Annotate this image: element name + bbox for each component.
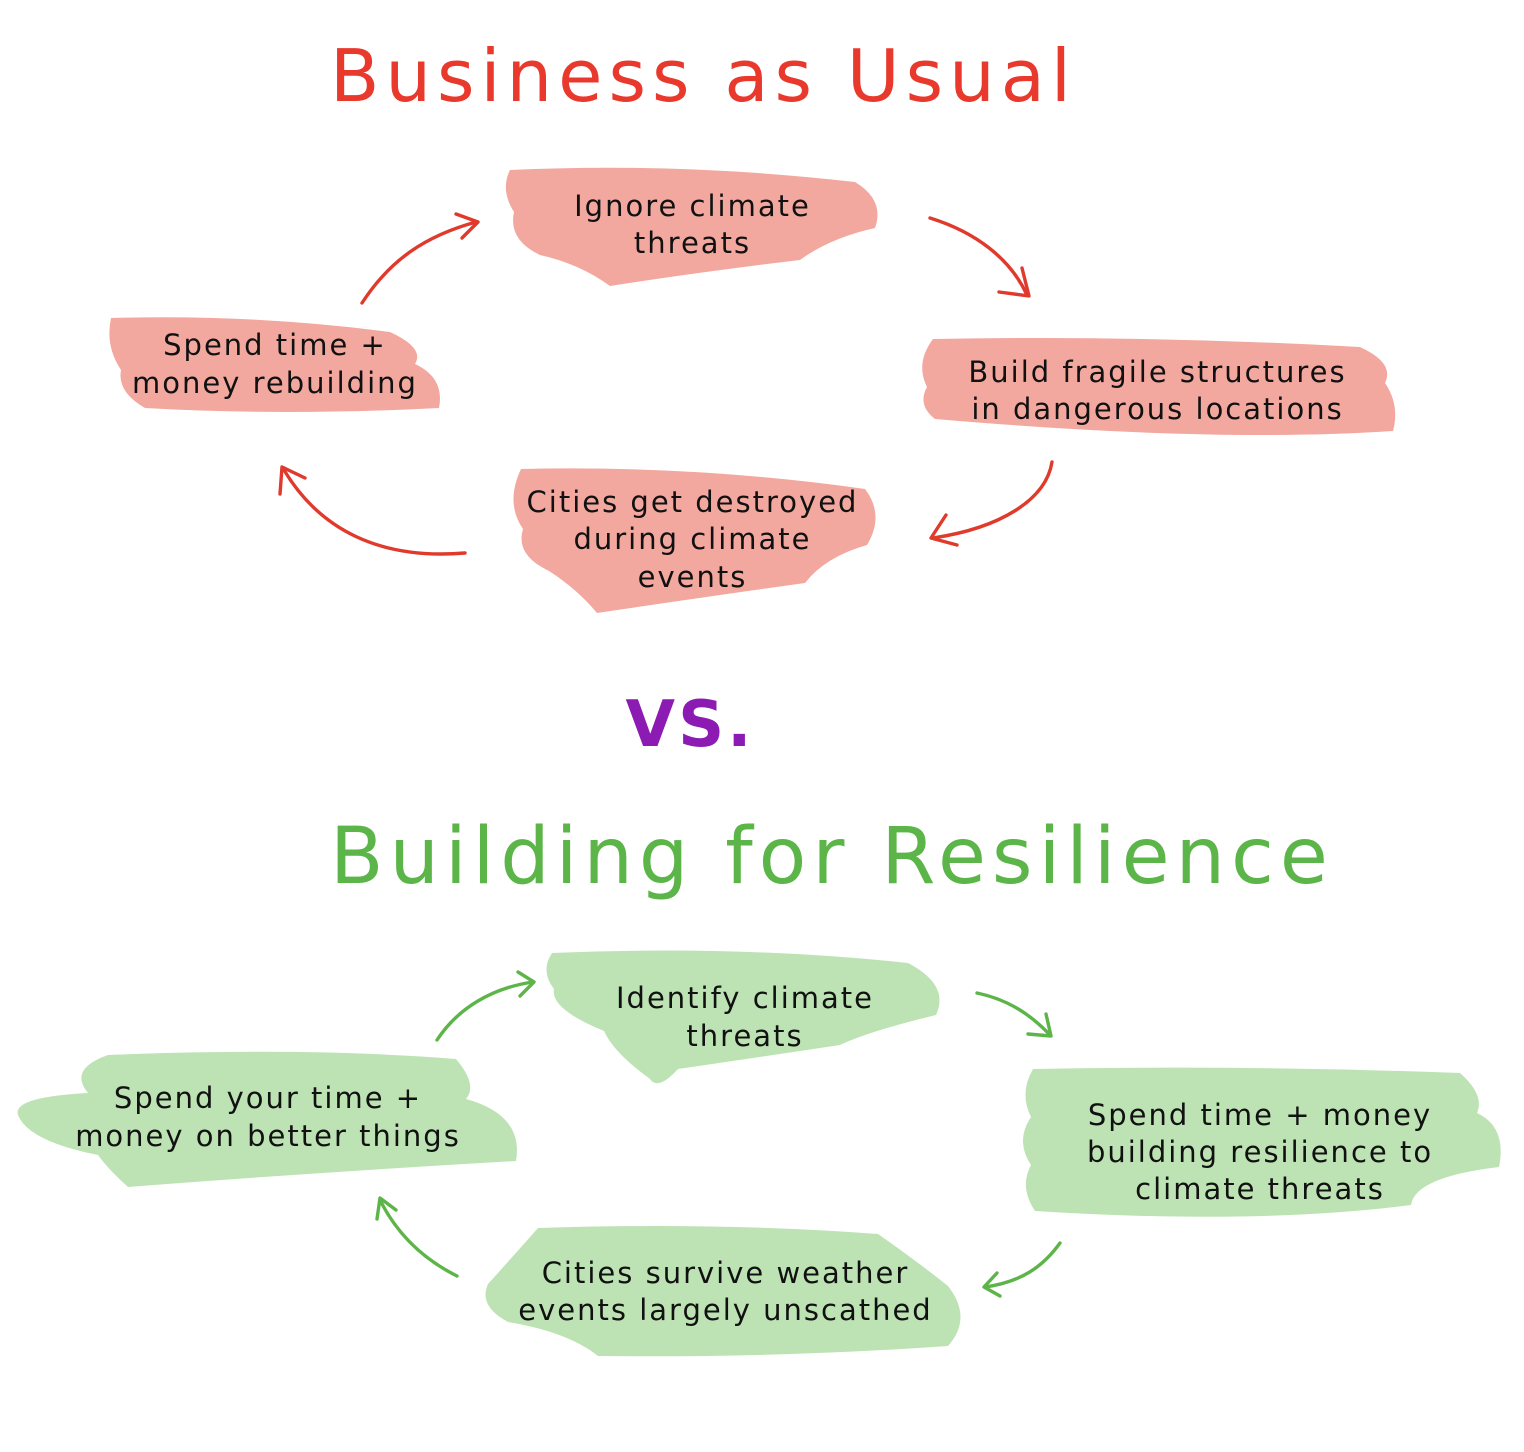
node-label: Cities get destroyed during climate even…: [526, 485, 859, 594]
node-label: Build fragile structures in dangerous lo…: [968, 354, 1347, 426]
highlight-blob: [109, 317, 440, 412]
title-vs: VS.: [625, 688, 755, 762]
arrow-ignore-to-build: [928, 216, 1031, 298]
arrow-identify-to-spend-resilience: [975, 991, 1053, 1038]
node-cities-get-destroyed: Cities get destroyed during climate even…: [505, 465, 880, 615]
title-building-for-resilience: Building for Resilience: [330, 812, 1334, 902]
highlight-blob: [17, 1051, 517, 1187]
node-spend-rebuilding: Spend time + money rebuilding: [105, 312, 445, 417]
node-ignore-climate-threats: Ignore climate threats: [500, 160, 885, 290]
highlight-blob: [922, 338, 1396, 435]
node-identify-climate-threats: Identify climate threats: [540, 945, 950, 1090]
arrow-survive-to-better: [375, 1196, 459, 1278]
arrow-build-to-cities: [929, 460, 1054, 547]
highlight-blob: [485, 1226, 961, 1357]
highlight-blob: [1023, 1067, 1501, 1217]
node-label: Spend your time + money on better things: [75, 1081, 461, 1153]
highlight-blob: [546, 950, 940, 1084]
node-label: Spend time + money rebuilding: [132, 328, 418, 400]
arrow-better-to-identify: [435, 970, 536, 1042]
arrow-spend-to-ignore: [360, 212, 480, 305]
node-spend-building-resilience: Spend time + money building resilience t…: [1015, 1065, 1505, 1240]
node-label: Ignore climate threats: [574, 188, 811, 260]
highlight-blob: [513, 468, 876, 613]
node-spend-on-better-things: Spend your time + money on better things: [8, 1045, 528, 1190]
node-label: Cities survive weather events largely un…: [518, 1255, 933, 1327]
arrow-spend-resilience-to-survive: [982, 1241, 1062, 1298]
arrow-cities-to-spend: [278, 465, 467, 556]
node-cities-survive: Cities survive weather events largely un…: [478, 1222, 973, 1362]
title-business-as-usual: Business as Usual: [330, 34, 1077, 118]
node-label: Spend time + money building resilience t…: [1086, 1097, 1434, 1207]
node-label: Identify climate threats: [616, 981, 874, 1053]
node-build-fragile-structures: Build fragile structures in dangerous lo…: [915, 335, 1400, 447]
highlight-blob: [505, 167, 878, 286]
